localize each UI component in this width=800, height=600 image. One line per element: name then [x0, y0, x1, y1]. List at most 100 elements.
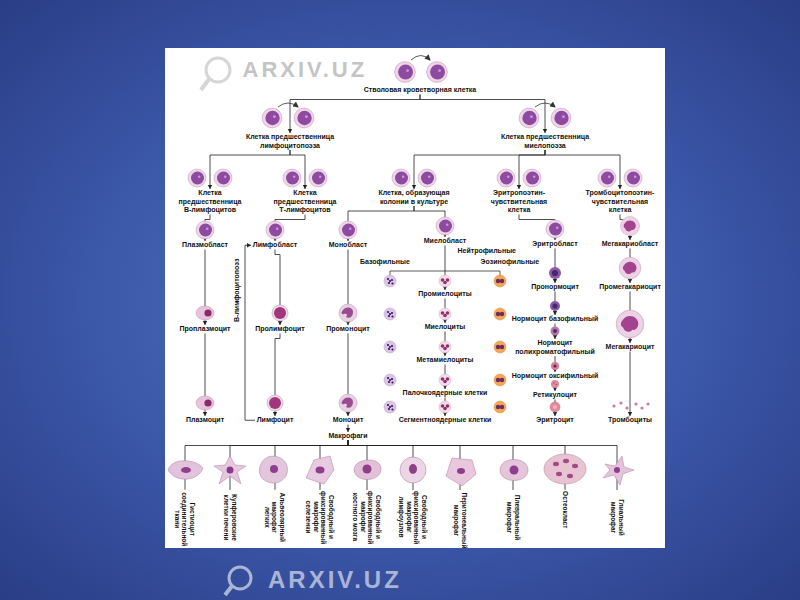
basophil-cell: [384, 275, 396, 287]
precursor-cell: [418, 169, 436, 187]
connector: [185, 441, 348, 490]
reticulocyte-cell: [551, 380, 559, 388]
cell-name: Нормоцит базофильный: [511, 315, 599, 324]
lymphoid-cell: [272, 305, 288, 321]
watermark: ARXIV.UZ: [268, 566, 402, 594]
arrow-head: [203, 237, 207, 241]
cell-name: Эритроцит: [536, 416, 575, 425]
blast-cell: [196, 221, 214, 239]
eosinophil-cell: [494, 341, 506, 353]
connector: [555, 292, 556, 316]
precursor-cell: [598, 169, 616, 187]
cell-label: Плазмоцит: [184, 416, 226, 425]
monocyte-cell: [339, 394, 357, 412]
plasma-cell: [196, 306, 214, 320]
macrophage-label: Перитонеальный макрофаг: [453, 490, 468, 550]
cell-label: Мегакариобласт: [600, 240, 660, 249]
connector: [555, 356, 556, 372]
connector: [348, 250, 349, 326]
cell-name: Лимфоцит: [256, 416, 294, 425]
cell-label: Стволовая кроветворная клетка: [362, 86, 478, 95]
cell-label: Тромбоциты: [606, 416, 654, 425]
cell-label: Эритробласт: [531, 240, 580, 249]
blast-cell: [339, 221, 357, 239]
progenitor-cell: [262, 108, 282, 128]
cell-name: Лимфобласт: [252, 241, 298, 250]
cell-label: Клетка, образующая колонии в культуре: [372, 189, 457, 206]
watermark-icon: [206, 58, 230, 82]
cell-name: Сегментноядерные клетки: [398, 416, 492, 425]
cell-name: Клетка предшественница лимфоцитопоэза: [236, 133, 344, 150]
cell-label: Эритроцит: [535, 416, 576, 425]
arrow-head: [553, 368, 557, 372]
connector: [205, 250, 206, 326]
connector: [320, 441, 348, 491]
cell-label: Метамиелоциты: [415, 356, 475, 365]
cell-name: Свободный и фиксированный макрофаг селез…: [305, 491, 335, 543]
macrophage-label: Глиальный макрофаг: [610, 490, 625, 544]
arrow-head: [443, 233, 447, 237]
cell-name: Гистиоцит соединительной ткани: [174, 491, 197, 547]
cell-name: Моноцит: [332, 416, 364, 425]
erythroid-cell: [551, 327, 560, 336]
connector: [420, 95, 545, 134]
cell-label: Нормоцит полихроматофильный: [513, 339, 598, 356]
arrow-head: [208, 185, 212, 189]
platelet: [646, 402, 649, 405]
cell-label: Сегментноядерные клетки: [397, 416, 493, 425]
connector: [620, 215, 630, 241]
connector: [445, 365, 446, 390]
connector: [275, 334, 280, 417]
cell-name: Стволовая кроветворная клетка: [363, 86, 477, 95]
cell-name: Проплазмоцит: [179, 325, 231, 334]
cell-label: Промоноцит: [325, 325, 372, 334]
bracket-line: [390, 271, 500, 276]
stem-cell: [427, 62, 448, 83]
cell-label: Промегакариоцит: [598, 283, 663, 292]
connector: [630, 249, 631, 284]
progenitor-cell: [294, 108, 314, 128]
connector: [445, 299, 446, 324]
cell-name: Тромбоциты: [607, 416, 653, 425]
connector: [630, 352, 631, 417]
cell-label: Тромбоцитопоэтин-чувствительная клетка: [580, 189, 660, 215]
neutrophil-cell: [439, 341, 451, 353]
precursor-cell: [283, 169, 301, 187]
monocyte-cell: [339, 304, 357, 322]
arrow-head: [346, 237, 350, 241]
cell-name: Клетка предшественница Т-лимфоцитов: [271, 189, 339, 215]
cell-label: Нормоцит оксифильный: [510, 372, 600, 381]
white-panel: [165, 48, 665, 548]
arrow-head: [346, 412, 350, 416]
connector: [348, 441, 565, 490]
cell-name: Плазмоцит: [185, 416, 225, 425]
precursor-cell: [188, 169, 206, 187]
blast-cell: [266, 221, 284, 239]
cell-label: Миелобласт: [422, 237, 468, 246]
macrophage-label: Гистиоцит соединительной ткани: [174, 490, 197, 548]
connector: [519, 215, 555, 241]
blast-cell: [436, 217, 454, 235]
cell-label: Пронормоцит: [530, 283, 581, 292]
connector: [348, 441, 460, 491]
precursor-cell: [523, 169, 541, 187]
plasma-cell: [196, 396, 214, 410]
precursor-cell: [392, 169, 410, 187]
arrow-head: [553, 236, 557, 240]
connector: [245, 245, 255, 420]
connector: [348, 441, 413, 491]
cell-name: Клетка предшественница В-лимфоцитов: [176, 189, 244, 215]
watermark-icon: [225, 586, 232, 595]
connector: [290, 95, 420, 134]
macrophage-drawing: [168, 454, 634, 486]
connector: [630, 292, 631, 344]
macrophage-label: Свободный и фиксированный макрофаг селез…: [305, 490, 335, 544]
basophil-cell: [384, 341, 396, 353]
arrow-head: [443, 319, 447, 323]
cell-name: Мегакариобласт: [601, 240, 659, 249]
cell-name: Ретикулоцит: [533, 391, 578, 400]
connector: [275, 250, 280, 326]
cell-name: Свободный и фиксированный макрофаг костн…: [352, 491, 382, 543]
precursor-cell: [624, 169, 642, 187]
